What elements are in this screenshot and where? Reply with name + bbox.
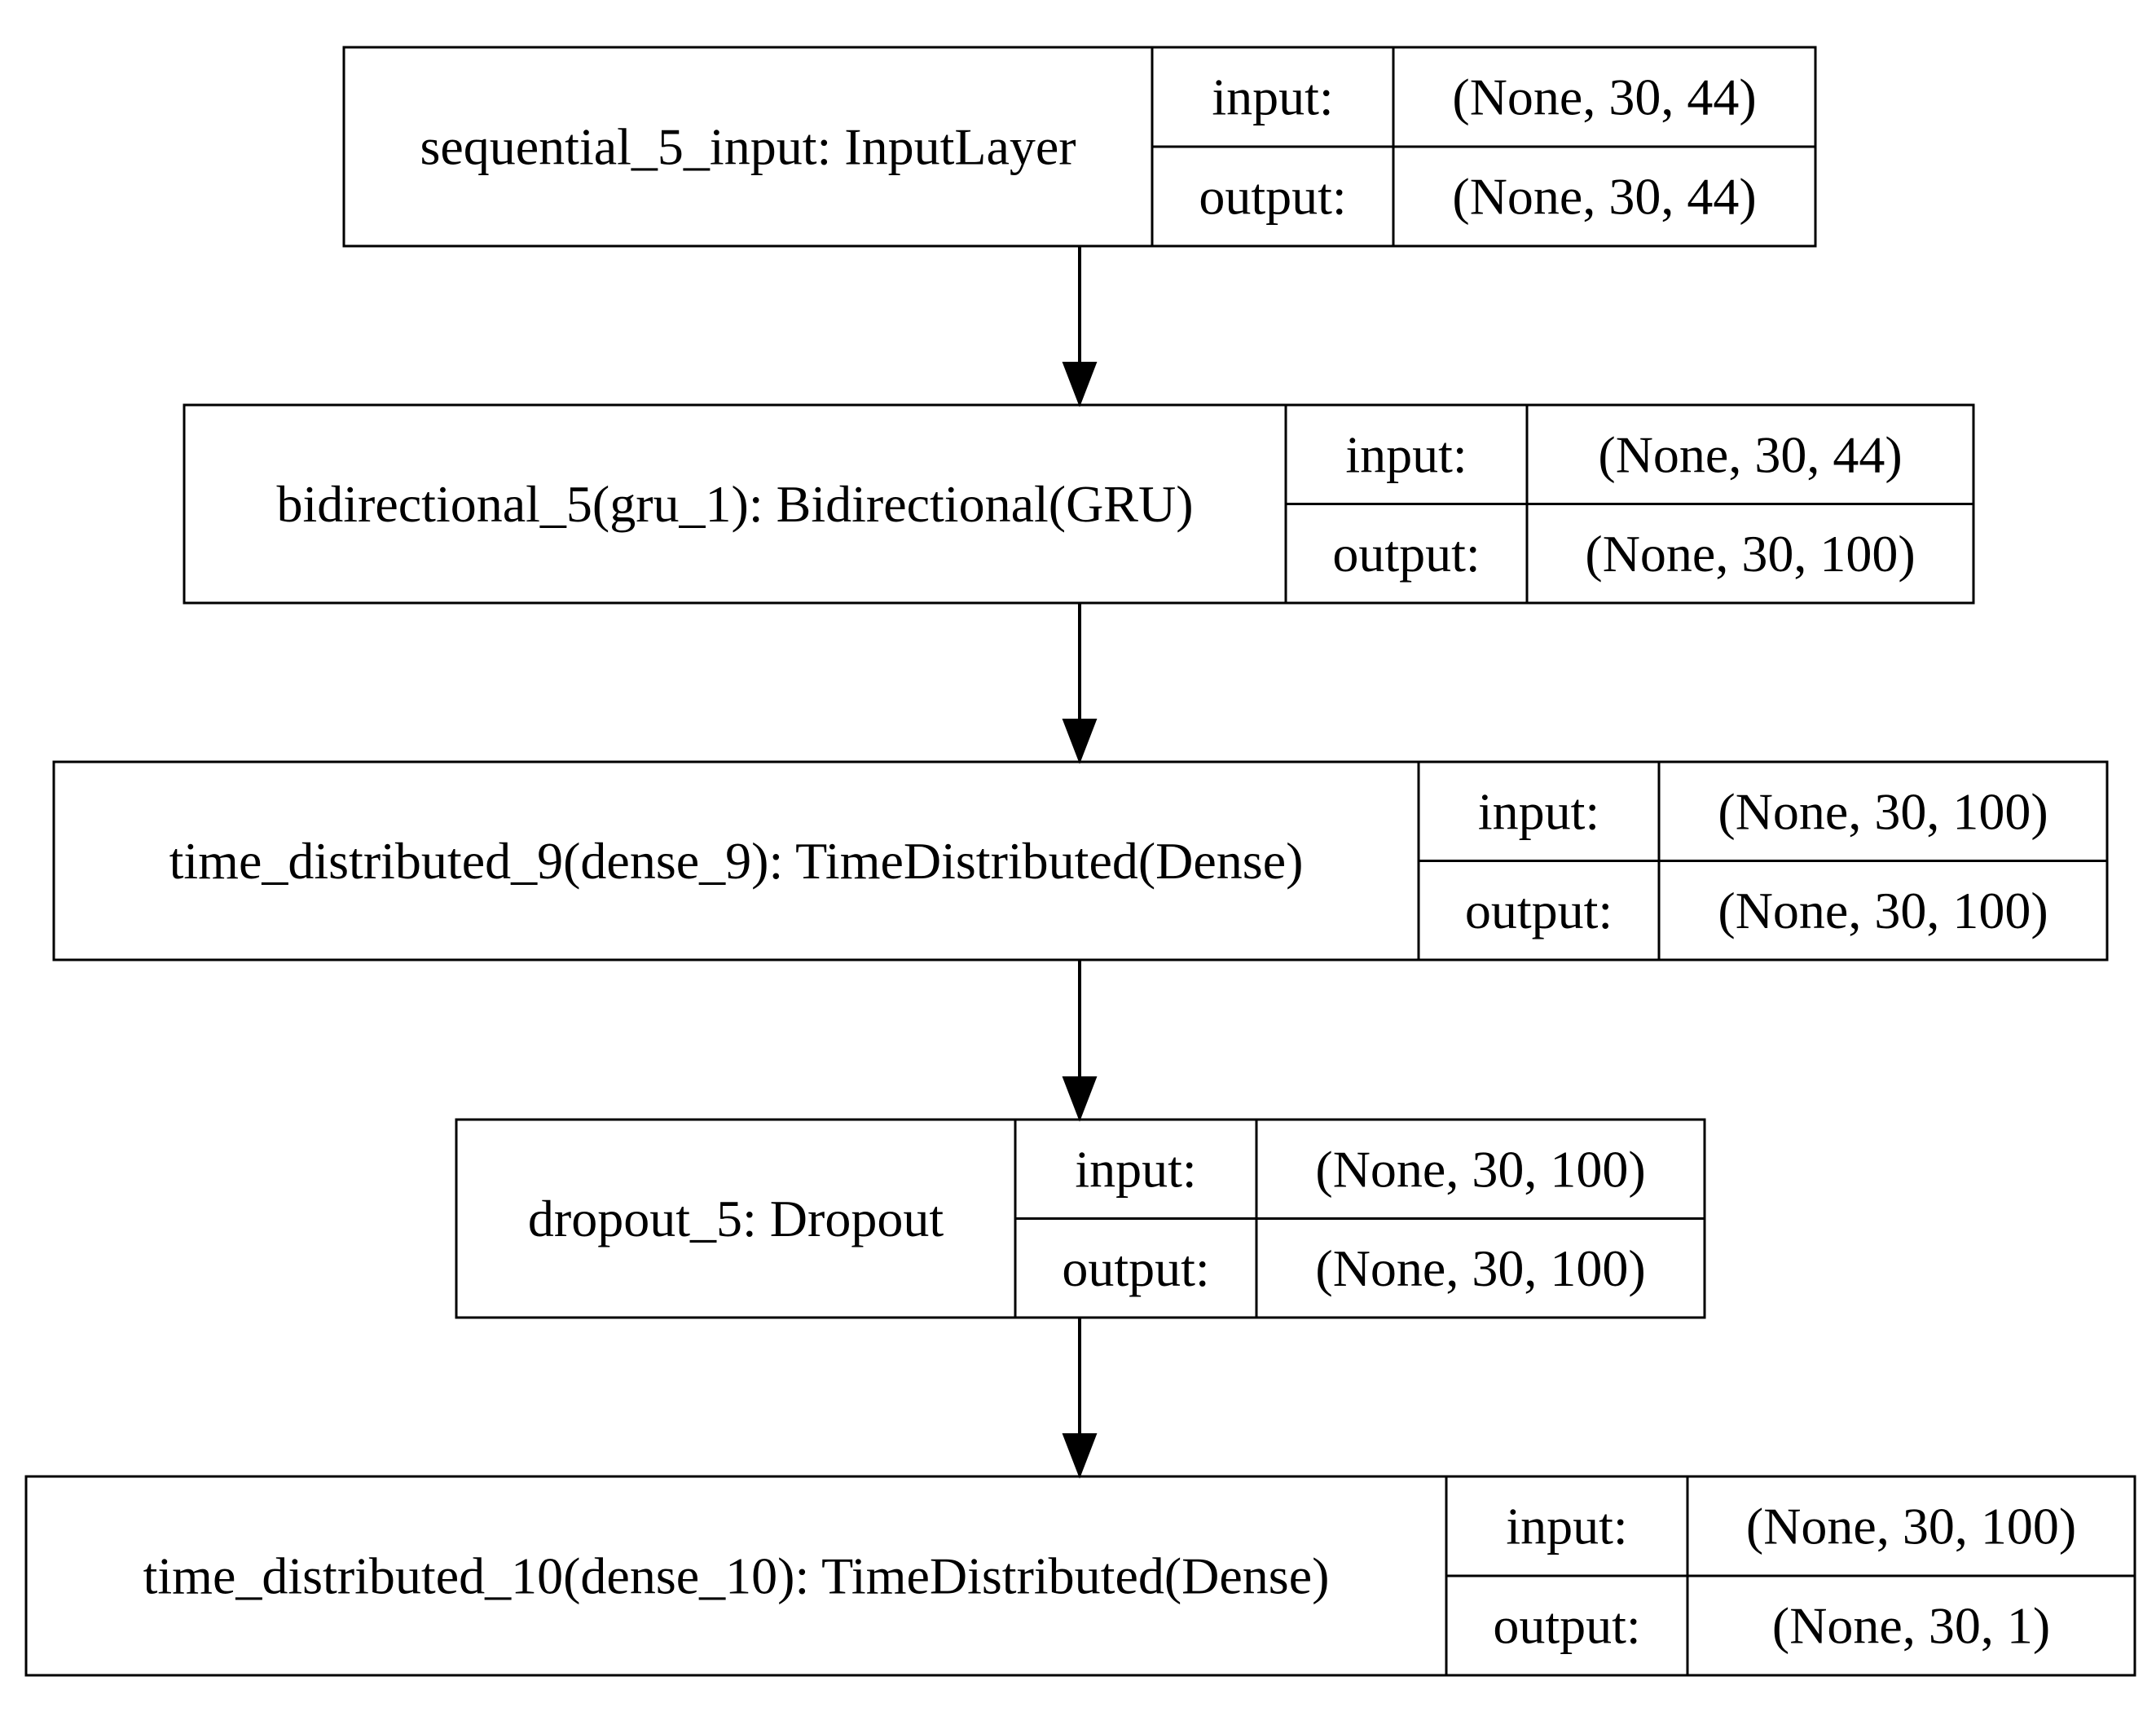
- layer-node: time_distributed_9(dense_9): TimeDistrib…: [52, 760, 2109, 961]
- input-shape: (None, 30, 100): [1718, 782, 2048, 840]
- output-label: output:: [1199, 168, 1346, 226]
- arrowhead-icon: [1062, 1433, 1098, 1479]
- output-label: output:: [1062, 1239, 1209, 1297]
- layer-name: sequential_5_input: InputLayer: [420, 118, 1076, 176]
- input-shape: (None, 30, 44): [1598, 425, 1902, 483]
- output-shape: (None, 30, 100): [1718, 882, 2048, 939]
- output-label: output:: [1465, 882, 1613, 939]
- edge-arrow: [1062, 960, 1098, 1122]
- arrowhead-icon: [1062, 719, 1098, 764]
- output-label: output:: [1493, 1597, 1640, 1655]
- layer-name: time_distributed_10(dense_10): TimeDistr…: [143, 1547, 1330, 1605]
- layer-name: time_distributed_9(dense_9): TimeDistrib…: [169, 832, 1304, 890]
- input-shape: (None, 30, 100): [1315, 1140, 1645, 1198]
- layer-node: time_distributed_10(dense_10): TimeDistr…: [24, 1475, 2136, 1677]
- input-shape: (None, 30, 44): [1452, 68, 1756, 126]
- arrowhead-icon: [1062, 1076, 1098, 1122]
- input-label: input:: [1506, 1498, 1627, 1555]
- output-label: output:: [1332, 525, 1480, 583]
- layer-name: bidirectional_5(gru_1): Bidirectional(GR…: [276, 475, 1193, 533]
- output-shape: (None, 30, 100): [1315, 1239, 1645, 1297]
- edge-arrow: [1062, 603, 1098, 764]
- input-label: input:: [1075, 1140, 1196, 1198]
- input-label: input:: [1478, 782, 1599, 840]
- layer-node: bidirectional_5(gru_1): Bidirectional(GR…: [183, 403, 1975, 605]
- output-shape: (None, 30, 100): [1585, 525, 1915, 583]
- layer-node: dropout_5: Dropout input: output: (None, 30…: [455, 1118, 1706, 1319]
- input-label: input:: [1212, 68, 1333, 126]
- input-shape: (None, 30, 100): [1746, 1498, 2076, 1555]
- edge-arrow: [1062, 1318, 1098, 1479]
- output-shape: (None, 30, 1): [1772, 1597, 2050, 1655]
- edge-arrow: [1062, 246, 1098, 407]
- layer-name: dropout_5: Dropout: [528, 1190, 944, 1247]
- layer-node: sequential_5_input: InputLayer input: outp…: [342, 46, 1817, 248]
- output-shape: (None, 30, 44): [1452, 168, 1756, 226]
- arrowhead-icon: [1062, 362, 1098, 407]
- input-label: input:: [1345, 425, 1467, 483]
